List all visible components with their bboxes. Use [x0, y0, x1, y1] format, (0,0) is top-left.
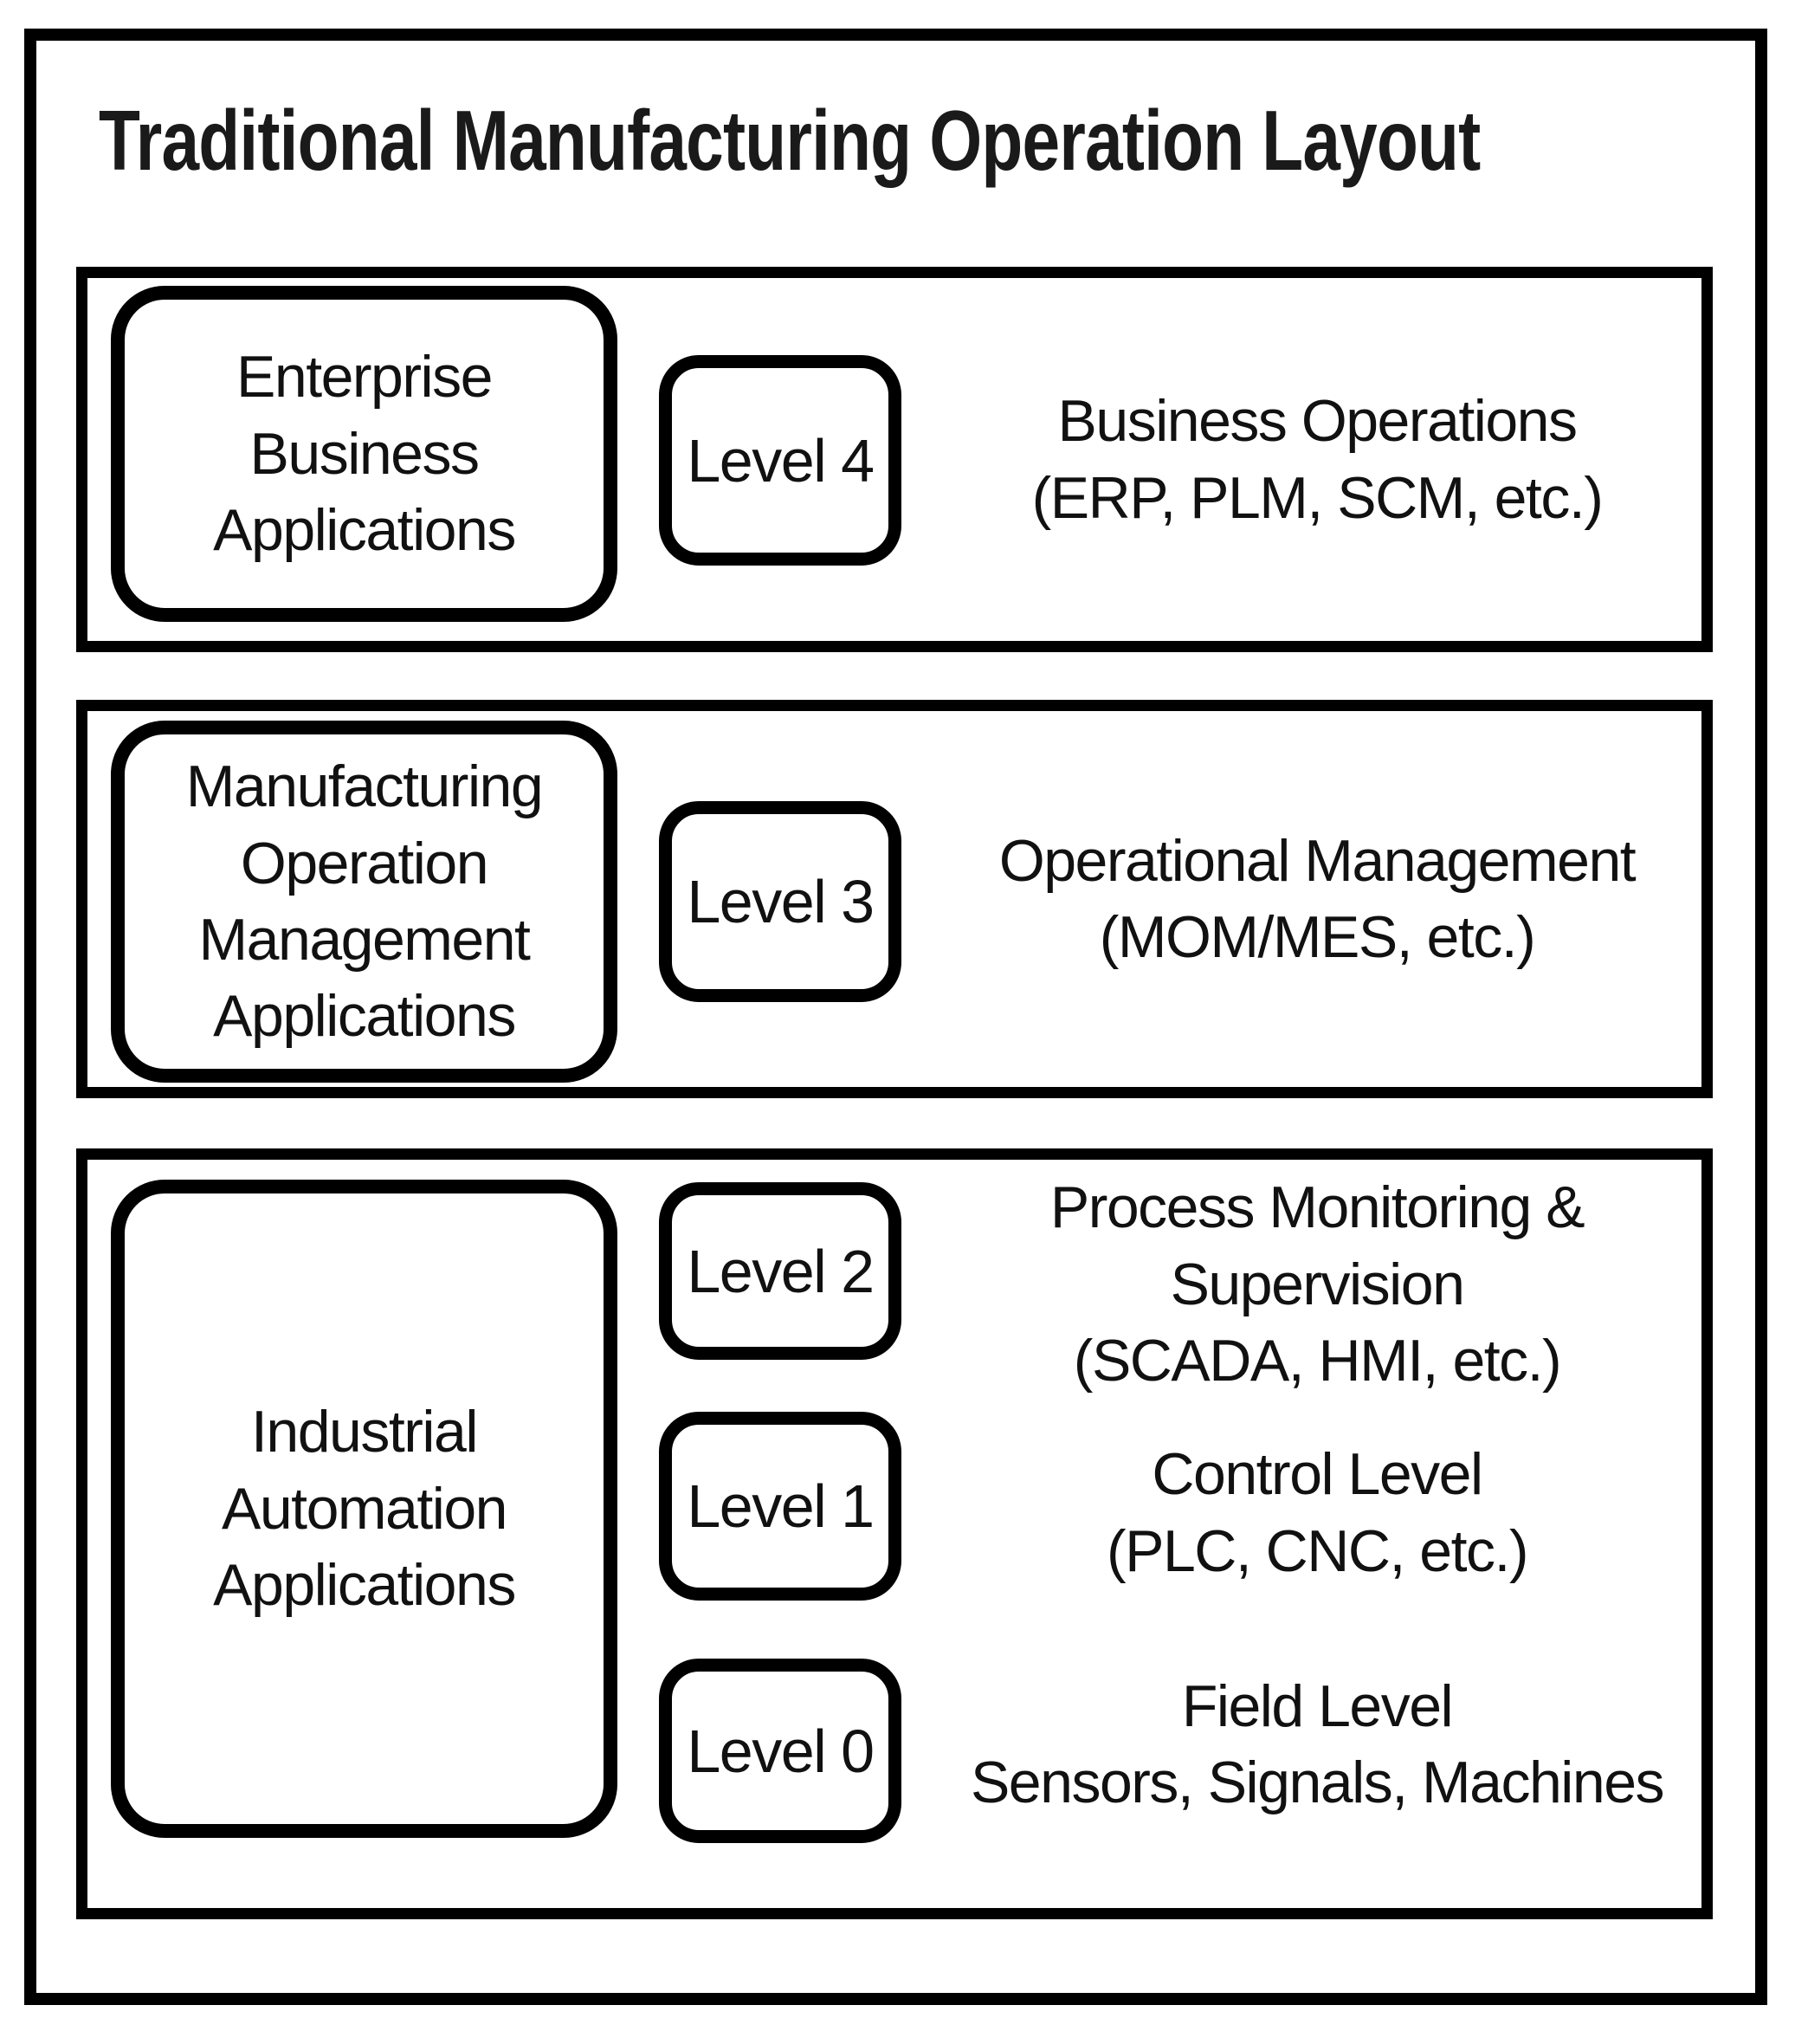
level-0-box: Level 0	[659, 1659, 901, 1843]
level-1-label: Level 1	[687, 1472, 875, 1540]
level-3-box: Level 3	[659, 801, 901, 1002]
level-2-box: Level 2	[659, 1182, 901, 1360]
level-2-label: Level 2	[687, 1237, 875, 1305]
business-operations-description: Business Operations (ERP, PLM, SCM, etc.…	[1031, 388, 1604, 531]
field-level-description: Field Level Sensors, Signals, Machines	[970, 1672, 1665, 1815]
section-industrial-automation: Industrial Automation Applications Level…	[76, 1148, 1713, 1919]
operational-management-description: Operational Management (MOM/MES, etc.)	[998, 827, 1637, 970]
manufacturing-operation-management-applications-box: Manufacturing Operation Management Appli…	[111, 721, 617, 1083]
industrial-automation-applications-label: Industrial Automation Applications	[213, 1399, 516, 1619]
section-enterprise-business: Enterprise Business Applications Level 4…	[76, 267, 1713, 652]
industrial-automation-applications-box: Industrial Automation Applications	[111, 1180, 617, 1838]
manufacturing-operation-management-applications-label: Manufacturing Operation Management Appli…	[185, 754, 544, 1050]
level-4-box: Level 4	[659, 355, 901, 566]
level-4-label: Level 4	[687, 426, 875, 495]
level-3-label: Level 3	[687, 868, 875, 935]
enterprise-business-applications-box: Enterprise Business Applications	[111, 286, 617, 622]
level-1-box: Level 1	[659, 1412, 901, 1601]
diagram-title: Traditional Manufacturing Operation Layo…	[99, 93, 1481, 188]
section-operations-management: Manufacturing Operation Management Appli…	[76, 700, 1713, 1098]
process-monitoring-supervision-description: Process Monitoring & Supervision (SCADA,…	[1049, 1174, 1585, 1394]
level-0-label: Level 0	[687, 1717, 875, 1785]
control-level-description: Control Level (PLC, CNC, etc.)	[1106, 1441, 1529, 1584]
enterprise-business-applications-label: Enterprise Business Applications	[213, 344, 516, 564]
